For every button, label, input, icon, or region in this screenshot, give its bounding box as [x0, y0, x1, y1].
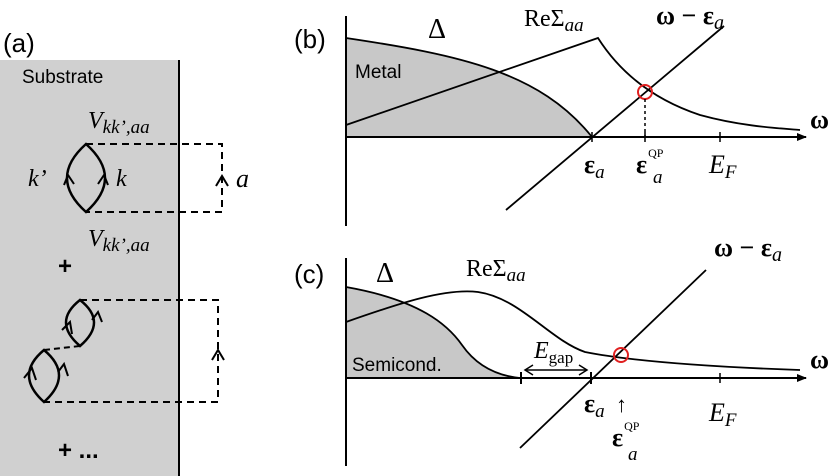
substrate-region	[0, 60, 179, 476]
arrow-icon	[57, 361, 69, 377]
eps-qp-label: εQP	[612, 419, 640, 452]
panel-b: (b) Δ Metal ReΣaa ω − εa ω εa εQP a EF	[294, 1, 829, 226]
re-sigma-curve	[345, 290, 801, 371]
omega-axis-label: ω	[810, 345, 829, 374]
plus-more: + ...	[58, 437, 99, 464]
coupling-label-top: Vkk’,aa	[88, 108, 150, 138]
arrow-left-icon	[63, 172, 75, 186]
delta-label: Δ	[376, 258, 394, 289]
panel-a: (a) Substrate Vkk’,aa k’ k a Vkk’,aa + +…	[0, 28, 249, 476]
dashed-interaction-2	[44, 299, 219, 403]
eps-label: εa	[584, 150, 605, 183]
qp-arrow-icon: ↑	[616, 392, 627, 417]
ef-label: EF	[708, 398, 737, 431]
eps-qp-sub: a	[653, 167, 663, 188]
plus-sign: +	[58, 253, 72, 280]
omega-minus-line	[505, 25, 725, 211]
omega-minus-label: ω − εa	[714, 233, 782, 266]
re-sigma-label: ReΣaa	[466, 256, 526, 286]
k-prime-label: k’	[28, 166, 47, 192]
panel-c: (c) Δ Semicond. ReΣaa ω − εa ω Egap εa ↑…	[294, 233, 829, 466]
dashed-link	[43, 345, 81, 351]
gap-arrow-right-icon	[578, 364, 589, 376]
arrow-icon	[61, 319, 73, 335]
a-label: a	[236, 164, 249, 193]
substrate-label: Substrate	[22, 67, 103, 88]
material-label: Semicond.	[352, 355, 442, 376]
arrow-icon	[23, 365, 37, 381]
omega-minus-label: ω − εa	[656, 1, 724, 34]
k-label: k	[116, 166, 127, 192]
eps-label: εa	[584, 389, 605, 422]
re-sigma-curve	[345, 36, 801, 131]
eps-qp-sub: a	[628, 444, 638, 465]
delta-curve	[345, 36, 594, 138]
material-label: Metal	[355, 62, 401, 83]
bubble-upper	[64, 298, 96, 348]
delta-curve	[345, 285, 521, 379]
re-sigma-label: ReΣaa	[524, 6, 584, 36]
panel-b-label: (b)	[294, 24, 326, 54]
coupling-label-bottom: Vkk’,aa	[88, 226, 150, 256]
dashed-interaction	[86, 143, 223, 213]
eps-qp-label: εQP	[636, 146, 664, 179]
egap-label: Egap	[533, 338, 573, 367]
up-arrow-icon	[211, 348, 225, 361]
up-arrow-icon	[215, 174, 229, 187]
arrow-right-icon	[97, 172, 109, 186]
ef-label: EF	[708, 150, 737, 183]
delta-label: Δ	[428, 14, 446, 45]
arrow-icon	[91, 309, 103, 323]
omega-minus-line	[519, 269, 707, 449]
panel-c-label: (c)	[294, 259, 324, 289]
qp-solution-marker	[613, 347, 629, 363]
omega-axis-label: ω	[810, 105, 829, 134]
gap-arrow-left-icon	[523, 364, 534, 376]
panel-a-label: (a)	[3, 28, 35, 58]
